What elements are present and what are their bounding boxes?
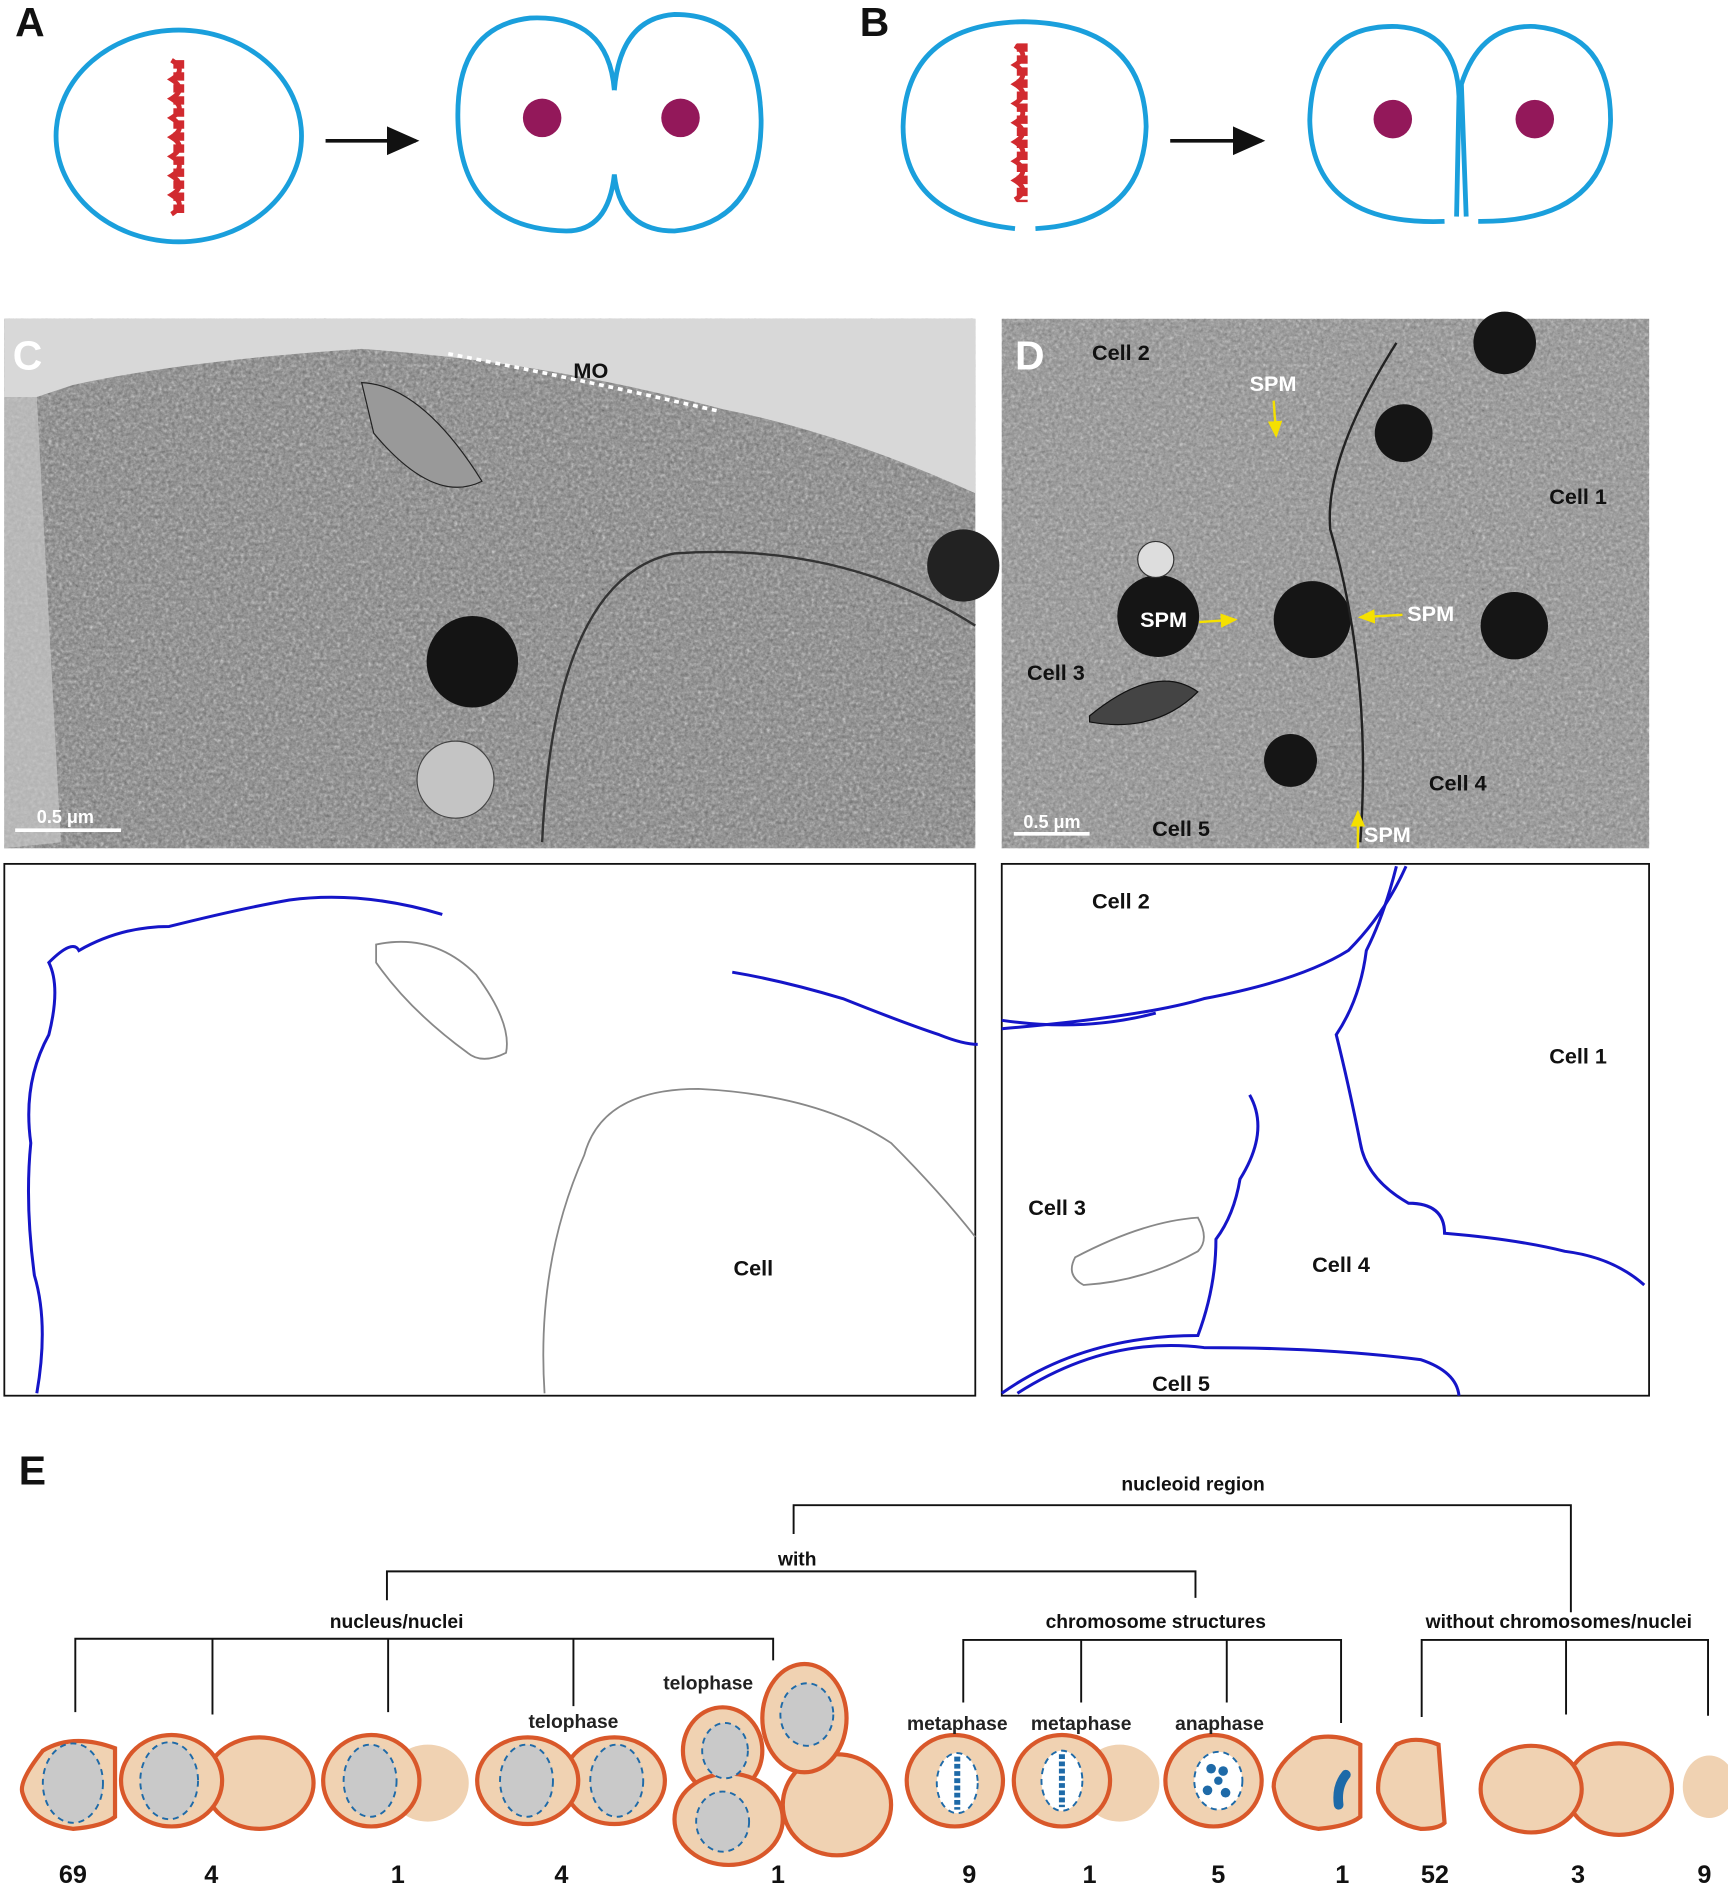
count: 4 <box>554 1861 568 1889</box>
arrow-icon <box>1267 400 1283 438</box>
cell-label: Cell 4 <box>1312 1252 1370 1277</box>
cell-diagram <box>19 1738 118 1831</box>
cell-diagram <box>1163 1732 1264 1829</box>
tree-label-nucleus: nucleus/nuclei <box>330 1612 464 1633</box>
cell-label: Cell 5 <box>1152 1371 1210 1396</box>
panel-c-micrograph: C MO 0.5 μm <box>4 318 1000 849</box>
stage-label: anaphase <box>1175 1714 1264 1735</box>
cell-diagram <box>1478 1741 1675 1837</box>
cell-diagram <box>475 1735 667 1827</box>
cell-membrane <box>53 27 304 245</box>
cell-label: Cell 5 <box>1152 816 1210 841</box>
spm-label: SPM <box>1250 371 1297 396</box>
cell-diagram <box>1011 1732 1160 1829</box>
cell-diagram <box>1271 1734 1363 1831</box>
cell-diagram <box>118 1732 316 1831</box>
cell-membrane <box>900 19 1149 232</box>
scale-bar-label: 0.5 μm <box>37 807 94 827</box>
cell-label: Cell 2 <box>1092 888 1150 913</box>
panel-e-label: E <box>19 1448 46 1494</box>
spm-label: SPM <box>1407 601 1454 626</box>
stage-label: metaphase <box>907 1714 1008 1735</box>
arrow-icon <box>1199 613 1238 628</box>
count: 1 <box>771 1861 785 1889</box>
spm-label: SPM <box>1140 607 1187 632</box>
spm-label: SPM <box>1364 822 1411 847</box>
nucleus <box>661 98 700 138</box>
panel-a: A <box>15 0 764 245</box>
count: 9 <box>962 1861 976 1889</box>
count: 9 <box>1697 1861 1711 1889</box>
cell-label: Cell 1 <box>1549 484 1607 509</box>
stage-label: metaphase <box>1031 1714 1132 1735</box>
count: 1 <box>1335 1861 1349 1889</box>
panel-e: E nucleoid region with nucleus/nuclei ch… <box>19 1448 1728 1889</box>
cell-label: Cell 3 <box>1027 660 1085 685</box>
cell-label: Cell 4 <box>1429 770 1487 795</box>
nucleus <box>522 98 562 138</box>
cell-diagram <box>1376 1737 1447 1831</box>
chromosome <box>166 58 182 217</box>
mo-dotted-line <box>447 351 721 414</box>
panel-d-label: D <box>1015 332 1045 378</box>
arrow-icon <box>1357 609 1403 624</box>
count: 4 <box>204 1861 218 1889</box>
panel-b: B <box>860 0 1613 232</box>
tree-label-with: with <box>777 1549 817 1570</box>
panel-d-tracing: Cell 2 Cell 1 Cell 3 Cell 4 Cell 5 <box>1000 862 1650 1397</box>
count: 3 <box>1571 1861 1585 1889</box>
mo-label: MO <box>573 358 608 383</box>
panel-d-micrograph: D Cell 2 Cell 1 Cell 3 Cell 4 Cell 5 SPM… <box>1001 311 1650 849</box>
scale-bar-label: 0.5 μm <box>1023 812 1080 832</box>
cell-label: Cell 1 <box>1549 1044 1607 1069</box>
count: 69 <box>59 1861 87 1889</box>
cell-diagram <box>1682 1755 1728 1819</box>
count: 1 <box>1083 1861 1097 1889</box>
count: 52 <box>1421 1861 1449 1889</box>
panel-c-label: C <box>13 332 43 378</box>
count: 5 <box>1211 1861 1225 1889</box>
tree-label-without: without chromosomes/nuclei <box>1425 1612 1692 1633</box>
panel-b-label: B <box>860 0 890 45</box>
stage-label: telophase <box>663 1673 753 1694</box>
cell-diagram <box>904 1732 1006 1829</box>
dividing-cell-membrane <box>455 12 764 234</box>
cell-diagram <box>672 1661 894 1868</box>
cell-label: Cell 2 <box>1092 340 1150 365</box>
tree-label-chromosome: chromosome structures <box>1046 1612 1266 1633</box>
panel-c-tracing: Cell <box>3 862 978 1397</box>
count: 1 <box>391 1861 405 1889</box>
cell-label: Cell 3 <box>1028 1195 1086 1220</box>
cell-label: Cell <box>733 1255 773 1280</box>
dividing-cell-membrane <box>1458 24 1613 224</box>
stage-label: telophase <box>529 1712 619 1733</box>
cell-diagram <box>321 1732 469 1829</box>
panel-a-label: A <box>15 0 45 45</box>
tree-label-root: nucleoid region <box>1121 1475 1264 1496</box>
nucleus <box>1373 99 1413 139</box>
dividing-cell-membrane <box>1307 24 1462 224</box>
nucleus <box>1515 99 1555 139</box>
